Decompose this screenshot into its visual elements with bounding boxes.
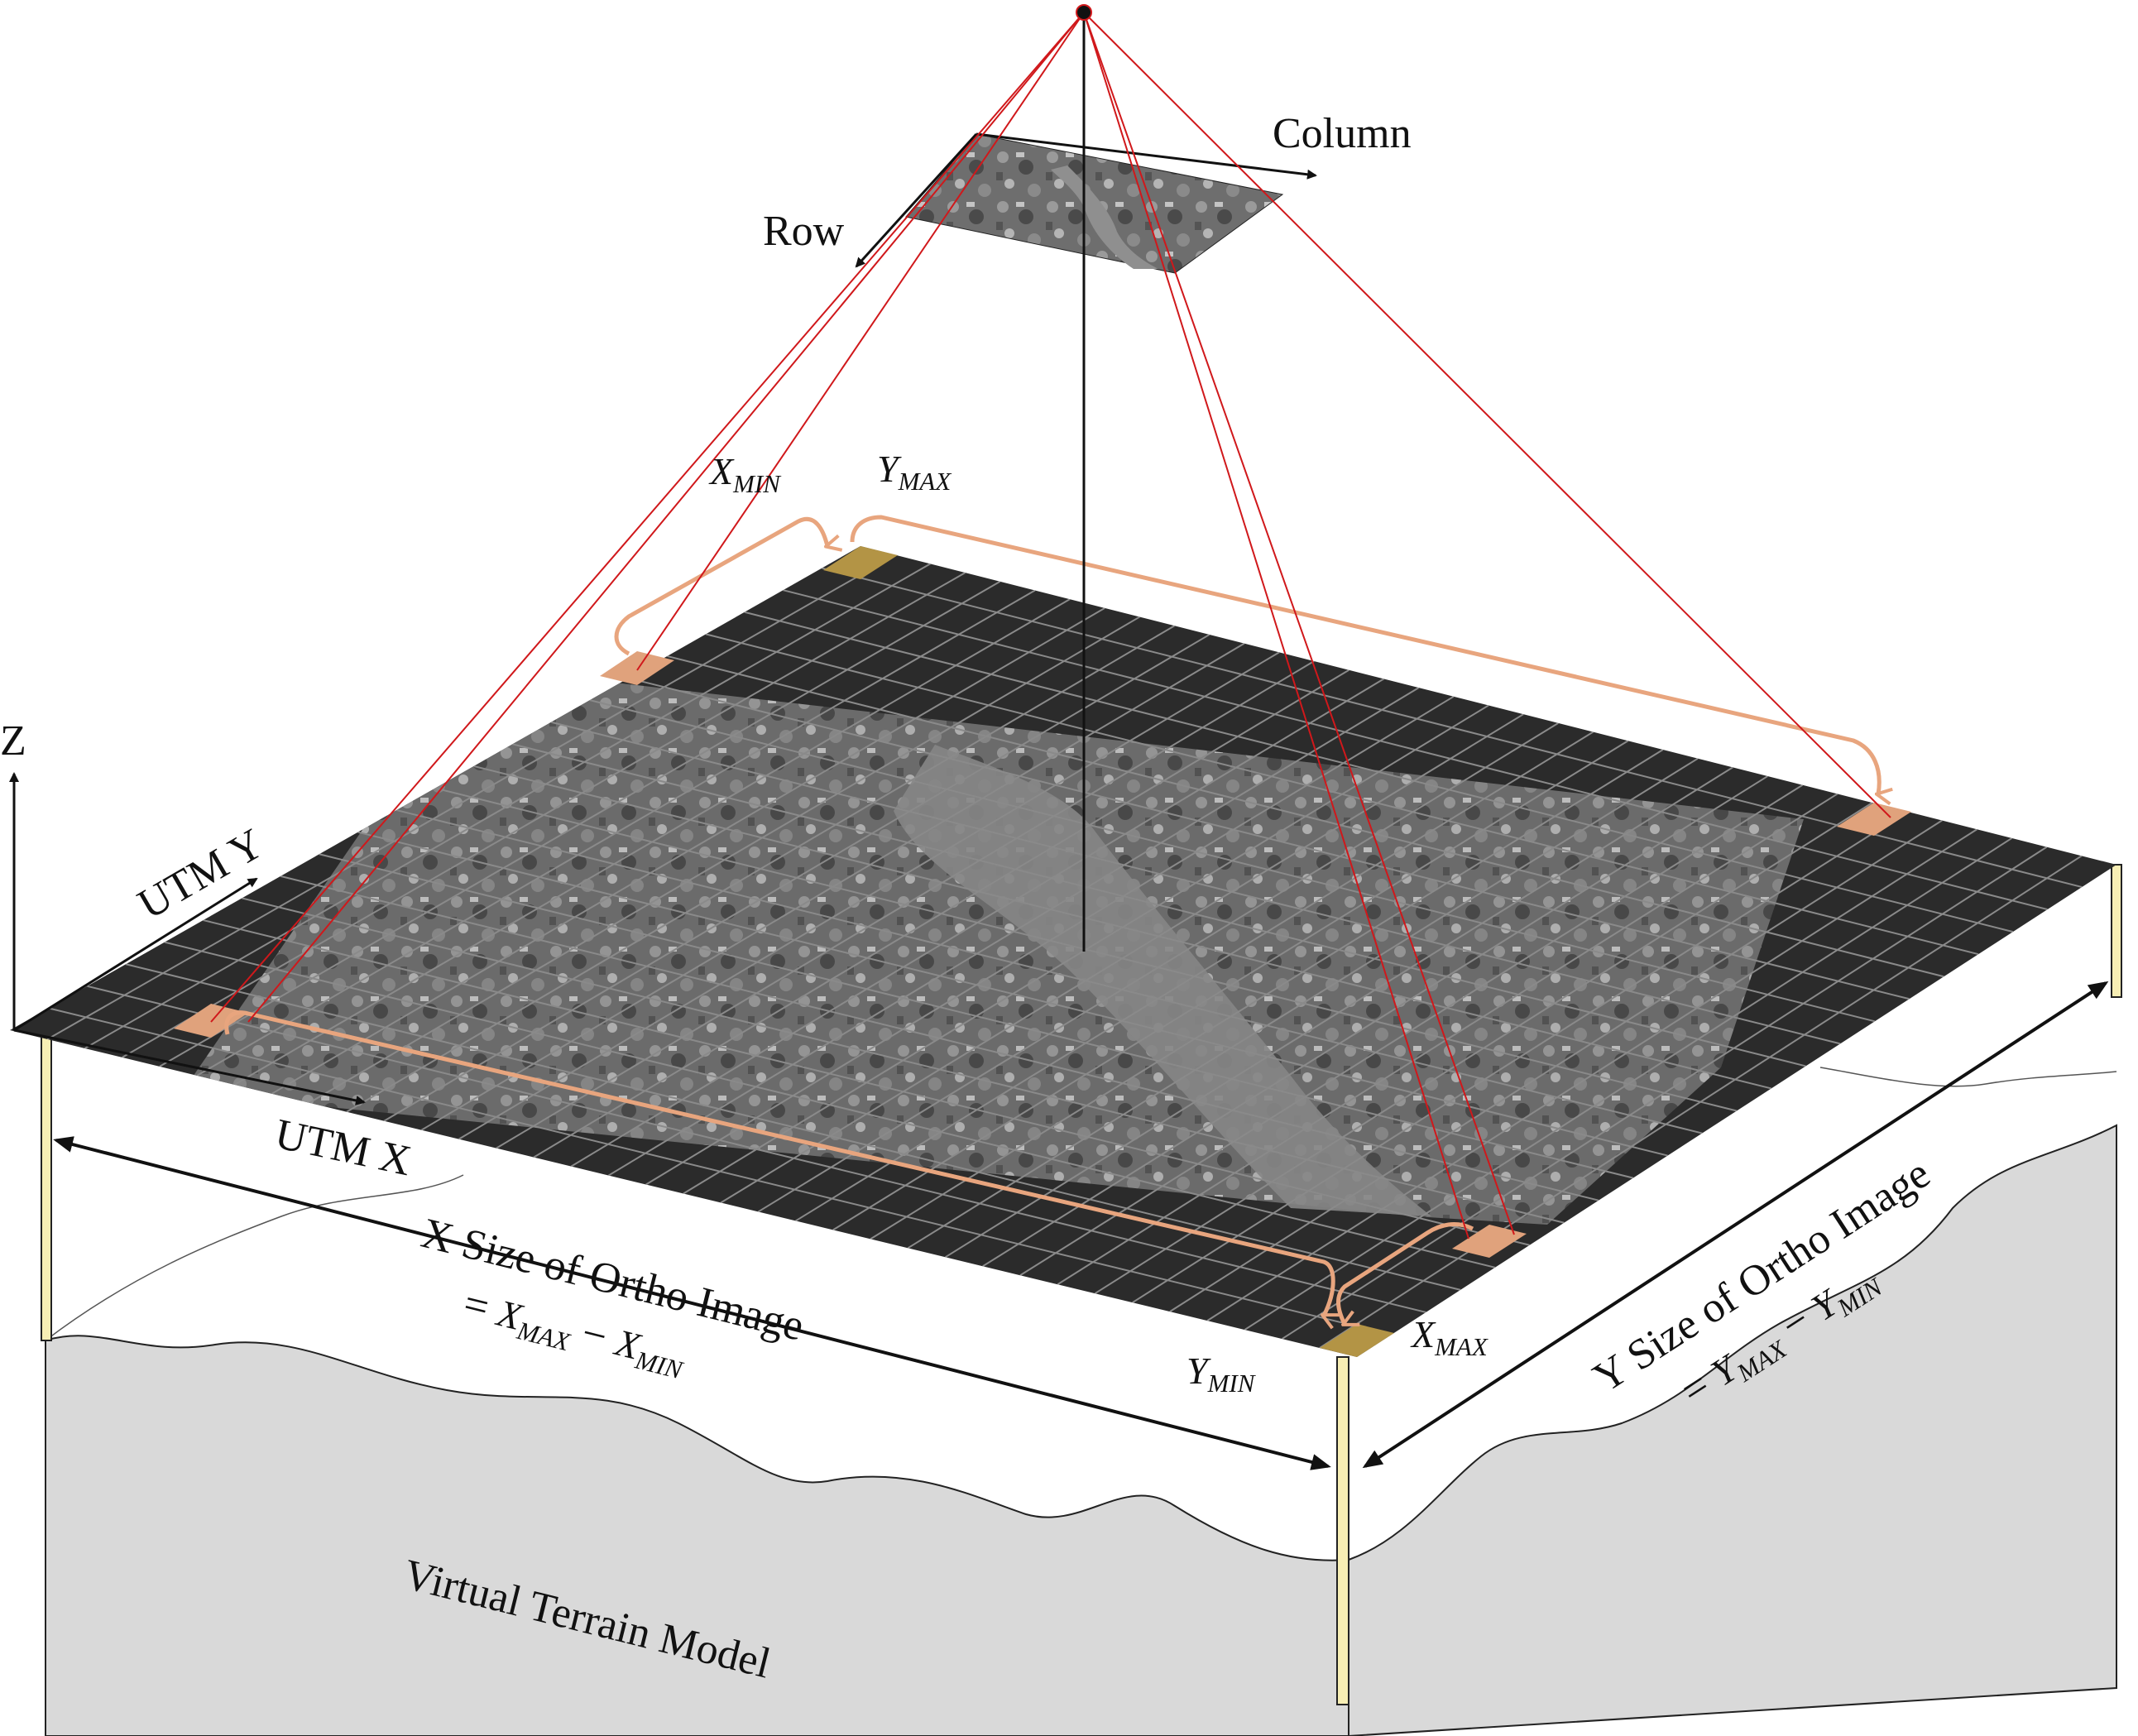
x-size-dimension (53, 1136, 1331, 1470)
z-axis-label: Z (0, 717, 26, 765)
grid-line-row (242, 897, 1565, 1224)
utm-x-axis-line (13, 1029, 366, 1105)
dimension-arrows (53, 981, 2109, 1470)
grid-line-row (589, 699, 1876, 1023)
pixel-top-left (823, 546, 898, 579)
grid-line-row (705, 633, 1979, 956)
x-max-label: XMAX (1410, 1313, 1488, 1361)
row-axis (855, 132, 978, 268)
pillar-right (2111, 864, 2122, 998)
bracket-xmin (614, 516, 827, 656)
image-plane-river (1051, 165, 1158, 269)
grid-line-row (744, 611, 2014, 933)
grid-line-row (628, 677, 1910, 1000)
pillar-front (1336, 1356, 1349, 1705)
ray-3 (247, 12, 1085, 1023)
utm-y-axis-line (13, 877, 258, 1032)
projection-rays (210, 4, 1891, 1240)
ray-2 (210, 12, 1085, 1023)
column-axis (976, 132, 1317, 180)
ray-1 (636, 12, 1085, 671)
grid-line-row (783, 589, 2048, 911)
y-max-label: YMAX (877, 448, 952, 496)
y-min-label: YMIN (1186, 1350, 1257, 1398)
bracket-ymax (850, 515, 1879, 794)
pixel-right (1837, 803, 1911, 836)
y-size-dimension (1362, 981, 2109, 1469)
pillar-left (41, 1032, 52, 1341)
row-label: Row (763, 208, 845, 255)
column-label: Column (1273, 110, 1412, 157)
world-axes (9, 772, 366, 1105)
grid-line-row (667, 655, 1944, 978)
perspective-center (1076, 4, 1092, 21)
pixel-top-left-alt (600, 651, 674, 685)
ray-4 (1083, 12, 1891, 818)
x-min-label: XMIN (708, 450, 782, 498)
